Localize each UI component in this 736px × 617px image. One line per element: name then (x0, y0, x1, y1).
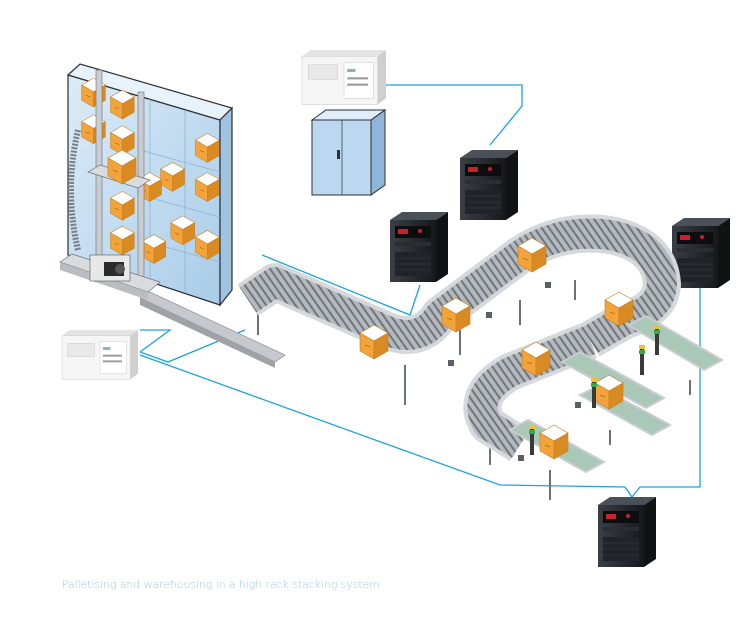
figure-caption: Palletising and warehousing in a high ra… (62, 578, 380, 591)
inverter-middle (389, 211, 449, 283)
cable-controller-to-rail (139, 329, 172, 353)
cable-cabinet-to-inverter (385, 84, 523, 146)
plc-controller-left (61, 329, 139, 380)
plc-controller-top (301, 49, 387, 106)
cable-controller-to-inverter (139, 354, 633, 498)
roller-conveyor (237, 214, 725, 500)
stacker-crane (59, 69, 161, 300)
inverter-top (459, 149, 519, 221)
inverter-bottom (597, 496, 657, 568)
control-cabinet (310, 109, 387, 196)
inverter-right (671, 217, 731, 289)
cable-network (139, 84, 701, 498)
cable-inverter-to-inverter (631, 287, 701, 498)
cable-rack-to-inverter (261, 254, 421, 316)
